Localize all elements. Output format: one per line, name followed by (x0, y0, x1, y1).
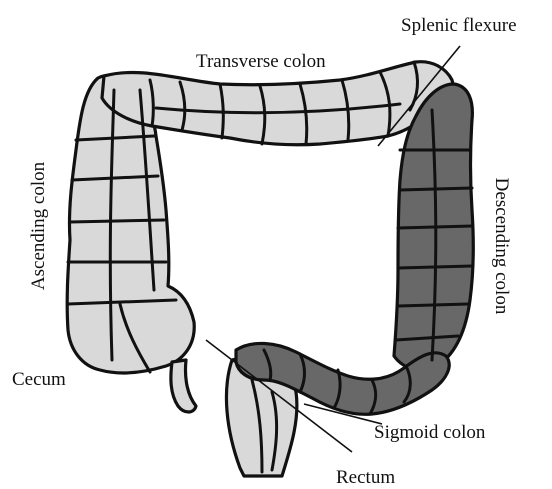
label-ascending-colon: Ascending colon (28, 161, 49, 290)
label-sigmoid-colon: Sigmoid colon (374, 422, 486, 443)
appendix-shape (171, 360, 196, 412)
label-rectum: Rectum (336, 467, 395, 488)
label-transverse-colon: Transverse colon (196, 51, 326, 72)
label-cecum: Cecum (12, 369, 66, 390)
label-splenic-flexure: Splenic flexure (401, 15, 517, 36)
label-descending-colon: Descending colon (491, 178, 512, 315)
